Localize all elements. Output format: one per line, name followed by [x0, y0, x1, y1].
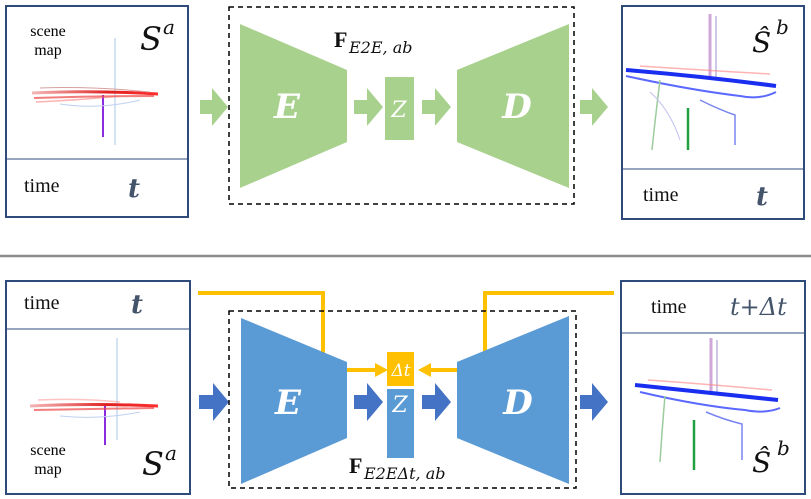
arrow-right-icon [199, 383, 229, 421]
arrow-right-icon [422, 88, 451, 126]
decoder-label: D [501, 87, 532, 127]
scene-map-image [31, 38, 159, 145]
decoder-label: D [502, 383, 533, 423]
scene-label-line1: scene [30, 23, 66, 40]
encoder-block [240, 24, 347, 188]
decoder-block [457, 316, 569, 484]
time-output-connector [426, 291, 614, 372]
output-symbol: Ŝ [752, 25, 771, 59]
scene-label-line2: map [34, 461, 62, 478]
time-label: time [24, 175, 60, 197]
top-input-box: scene map S a time t [5, 5, 189, 218]
time-input-connector [198, 291, 380, 372]
model-name: F [334, 27, 347, 52]
output-scene-map-image [625, 14, 777, 151]
model-name: F [349, 453, 362, 478]
scene-superscript: a [163, 15, 175, 39]
decoder-block [457, 24, 569, 188]
time-variable: t [131, 290, 143, 320]
arrow-right-icon [200, 88, 228, 126]
latent-block [387, 389, 414, 458]
arrow-right-icon [354, 383, 383, 421]
time-label: time [24, 292, 60, 314]
latent-label: Z [391, 393, 408, 418]
output-time-variable: t+Δt [730, 293, 787, 321]
output-time-variable: t [756, 182, 768, 212]
time-variable: t [128, 174, 140, 204]
encoder-label: E [273, 87, 301, 127]
arrow-right-icon [580, 88, 608, 126]
delta-t-label: Δt [390, 361, 410, 381]
arrow-right-icon [354, 88, 383, 126]
scene-label-line2: map [34, 42, 62, 59]
scene-label-line1: scene [30, 442, 66, 459]
scene-superscript: a [165, 441, 177, 465]
bottom-input-box: time t scene map S a [5, 280, 191, 495]
scene-map-image [29, 338, 159, 445]
output-symbol: Ŝ [752, 445, 771, 479]
output-superscript: b [776, 15, 789, 39]
output-superscript: b [777, 436, 790, 460]
arrow-left-icon [418, 363, 431, 377]
output-time-label: time [643, 184, 679, 206]
arrow-right-icon [580, 383, 608, 421]
arrow-right-icon [375, 363, 388, 377]
model-subscript: E2EΔt, ab [363, 464, 445, 483]
latent-label: Z [390, 98, 407, 123]
output-time-label: time [651, 296, 687, 318]
latent-block [385, 77, 414, 140]
scene-symbol: S [140, 20, 162, 58]
bottom-model-box: E Δt Z D F E2EΔt, ab [228, 310, 577, 489]
encoder-label: E [274, 383, 302, 423]
model-subscript: E2E, ab [348, 38, 413, 57]
arrow-right-icon [422, 383, 451, 421]
delta-t-block [387, 352, 414, 386]
scene-symbol: S [142, 445, 164, 483]
top-model-box: F E2E, ab E Z D [228, 6, 575, 205]
output-scene-map-image [634, 338, 781, 470]
bottom-output-box: time t+Δt Ŝ b [620, 280, 806, 495]
encoder-block [241, 318, 347, 484]
top-output-box: Ŝ b time t [621, 5, 805, 220]
